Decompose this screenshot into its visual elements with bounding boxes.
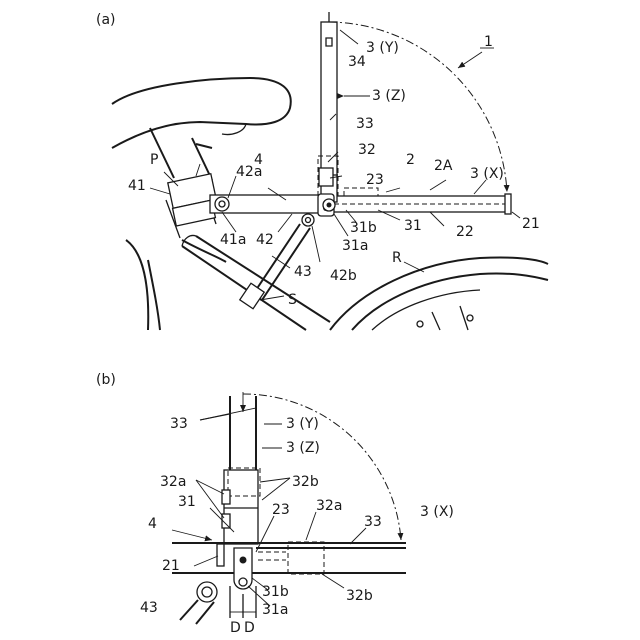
label-23-b: 23 xyxy=(272,502,290,518)
end-piece-21-b xyxy=(217,544,224,566)
label-3z-b: 3 (Z) xyxy=(286,440,320,456)
label-33-b-left: 33 xyxy=(170,416,188,432)
seat-post-p xyxy=(126,128,226,330)
label-4-b: 4 xyxy=(148,516,157,532)
label-43-b: 43 xyxy=(140,600,158,616)
label-d1: D xyxy=(230,620,241,636)
label-3x-b: 3 (X) xyxy=(420,504,454,520)
label-41: 41 xyxy=(128,178,146,194)
leader-1 xyxy=(458,52,482,68)
panel-b-label: (b) xyxy=(96,372,116,388)
label-31a-a: 31a xyxy=(342,238,368,254)
panel-a-label: (a) xyxy=(96,12,116,28)
pin-31a-b xyxy=(234,548,252,589)
vertical-post-33-b xyxy=(230,392,256,472)
label-3y-a: 3 (Y) xyxy=(366,40,399,56)
label-d2: D xyxy=(244,620,255,636)
label-r: R xyxy=(392,250,402,266)
label-32a-b: 32a xyxy=(160,474,186,490)
label-2: 2 xyxy=(406,152,415,168)
label-34: 34 xyxy=(348,54,366,70)
label-23-a: 23 xyxy=(366,172,384,188)
label-31b-b: 31b xyxy=(262,584,289,600)
arrow-y-a xyxy=(340,30,358,44)
clamp-41 xyxy=(168,174,216,226)
label-33-b-right: 33 xyxy=(364,514,382,530)
saddle xyxy=(112,78,291,148)
label-31b-a: 31b xyxy=(350,220,377,236)
label-42: 42 xyxy=(256,232,274,248)
strut-43 xyxy=(240,214,314,309)
label-32-a: 32 xyxy=(358,142,376,158)
label-21-b: 21 xyxy=(162,558,180,574)
label-22: 22 xyxy=(456,224,474,240)
label-32b-b: 32b xyxy=(292,474,319,490)
label-42b: 42b xyxy=(330,268,357,284)
panel-a: (a) xyxy=(96,12,548,330)
label-21-a: 21 xyxy=(522,216,540,232)
rear-wheel-r xyxy=(330,257,548,330)
label-3x-a: 3 (X) xyxy=(470,166,504,182)
carrier-2 xyxy=(326,188,511,214)
label-43-a: 43 xyxy=(294,264,312,280)
label-33-a: 33 xyxy=(356,116,374,132)
vertical-post-33 xyxy=(318,12,338,202)
label-2a: 2A xyxy=(434,158,453,174)
bar-42 xyxy=(210,195,322,213)
label-p: P xyxy=(150,152,158,168)
dimension-d xyxy=(230,586,256,618)
label-31-b: 31 xyxy=(178,494,196,510)
label-41a: 41a xyxy=(220,232,246,248)
label-s: S xyxy=(288,292,297,308)
hinge-31 xyxy=(318,194,335,216)
label-31-a: 31 xyxy=(404,218,422,234)
label-3y-b: 3 (Y) xyxy=(286,416,319,432)
folded-carrier-b xyxy=(258,542,400,574)
label-32b-b-right: 32b xyxy=(346,588,373,604)
panel-b: (b) xyxy=(96,372,454,636)
label-31a-b: 31a xyxy=(262,602,288,618)
strut-43-b xyxy=(180,582,217,624)
label-3z-a: 3 (Z) xyxy=(372,88,406,104)
seat-stay-s xyxy=(182,235,330,330)
label-32a-b-right: 32a xyxy=(316,498,342,514)
label-42a: 42a xyxy=(236,164,262,180)
label-1: 1 xyxy=(484,34,493,50)
hinge-block-32 xyxy=(222,468,260,544)
